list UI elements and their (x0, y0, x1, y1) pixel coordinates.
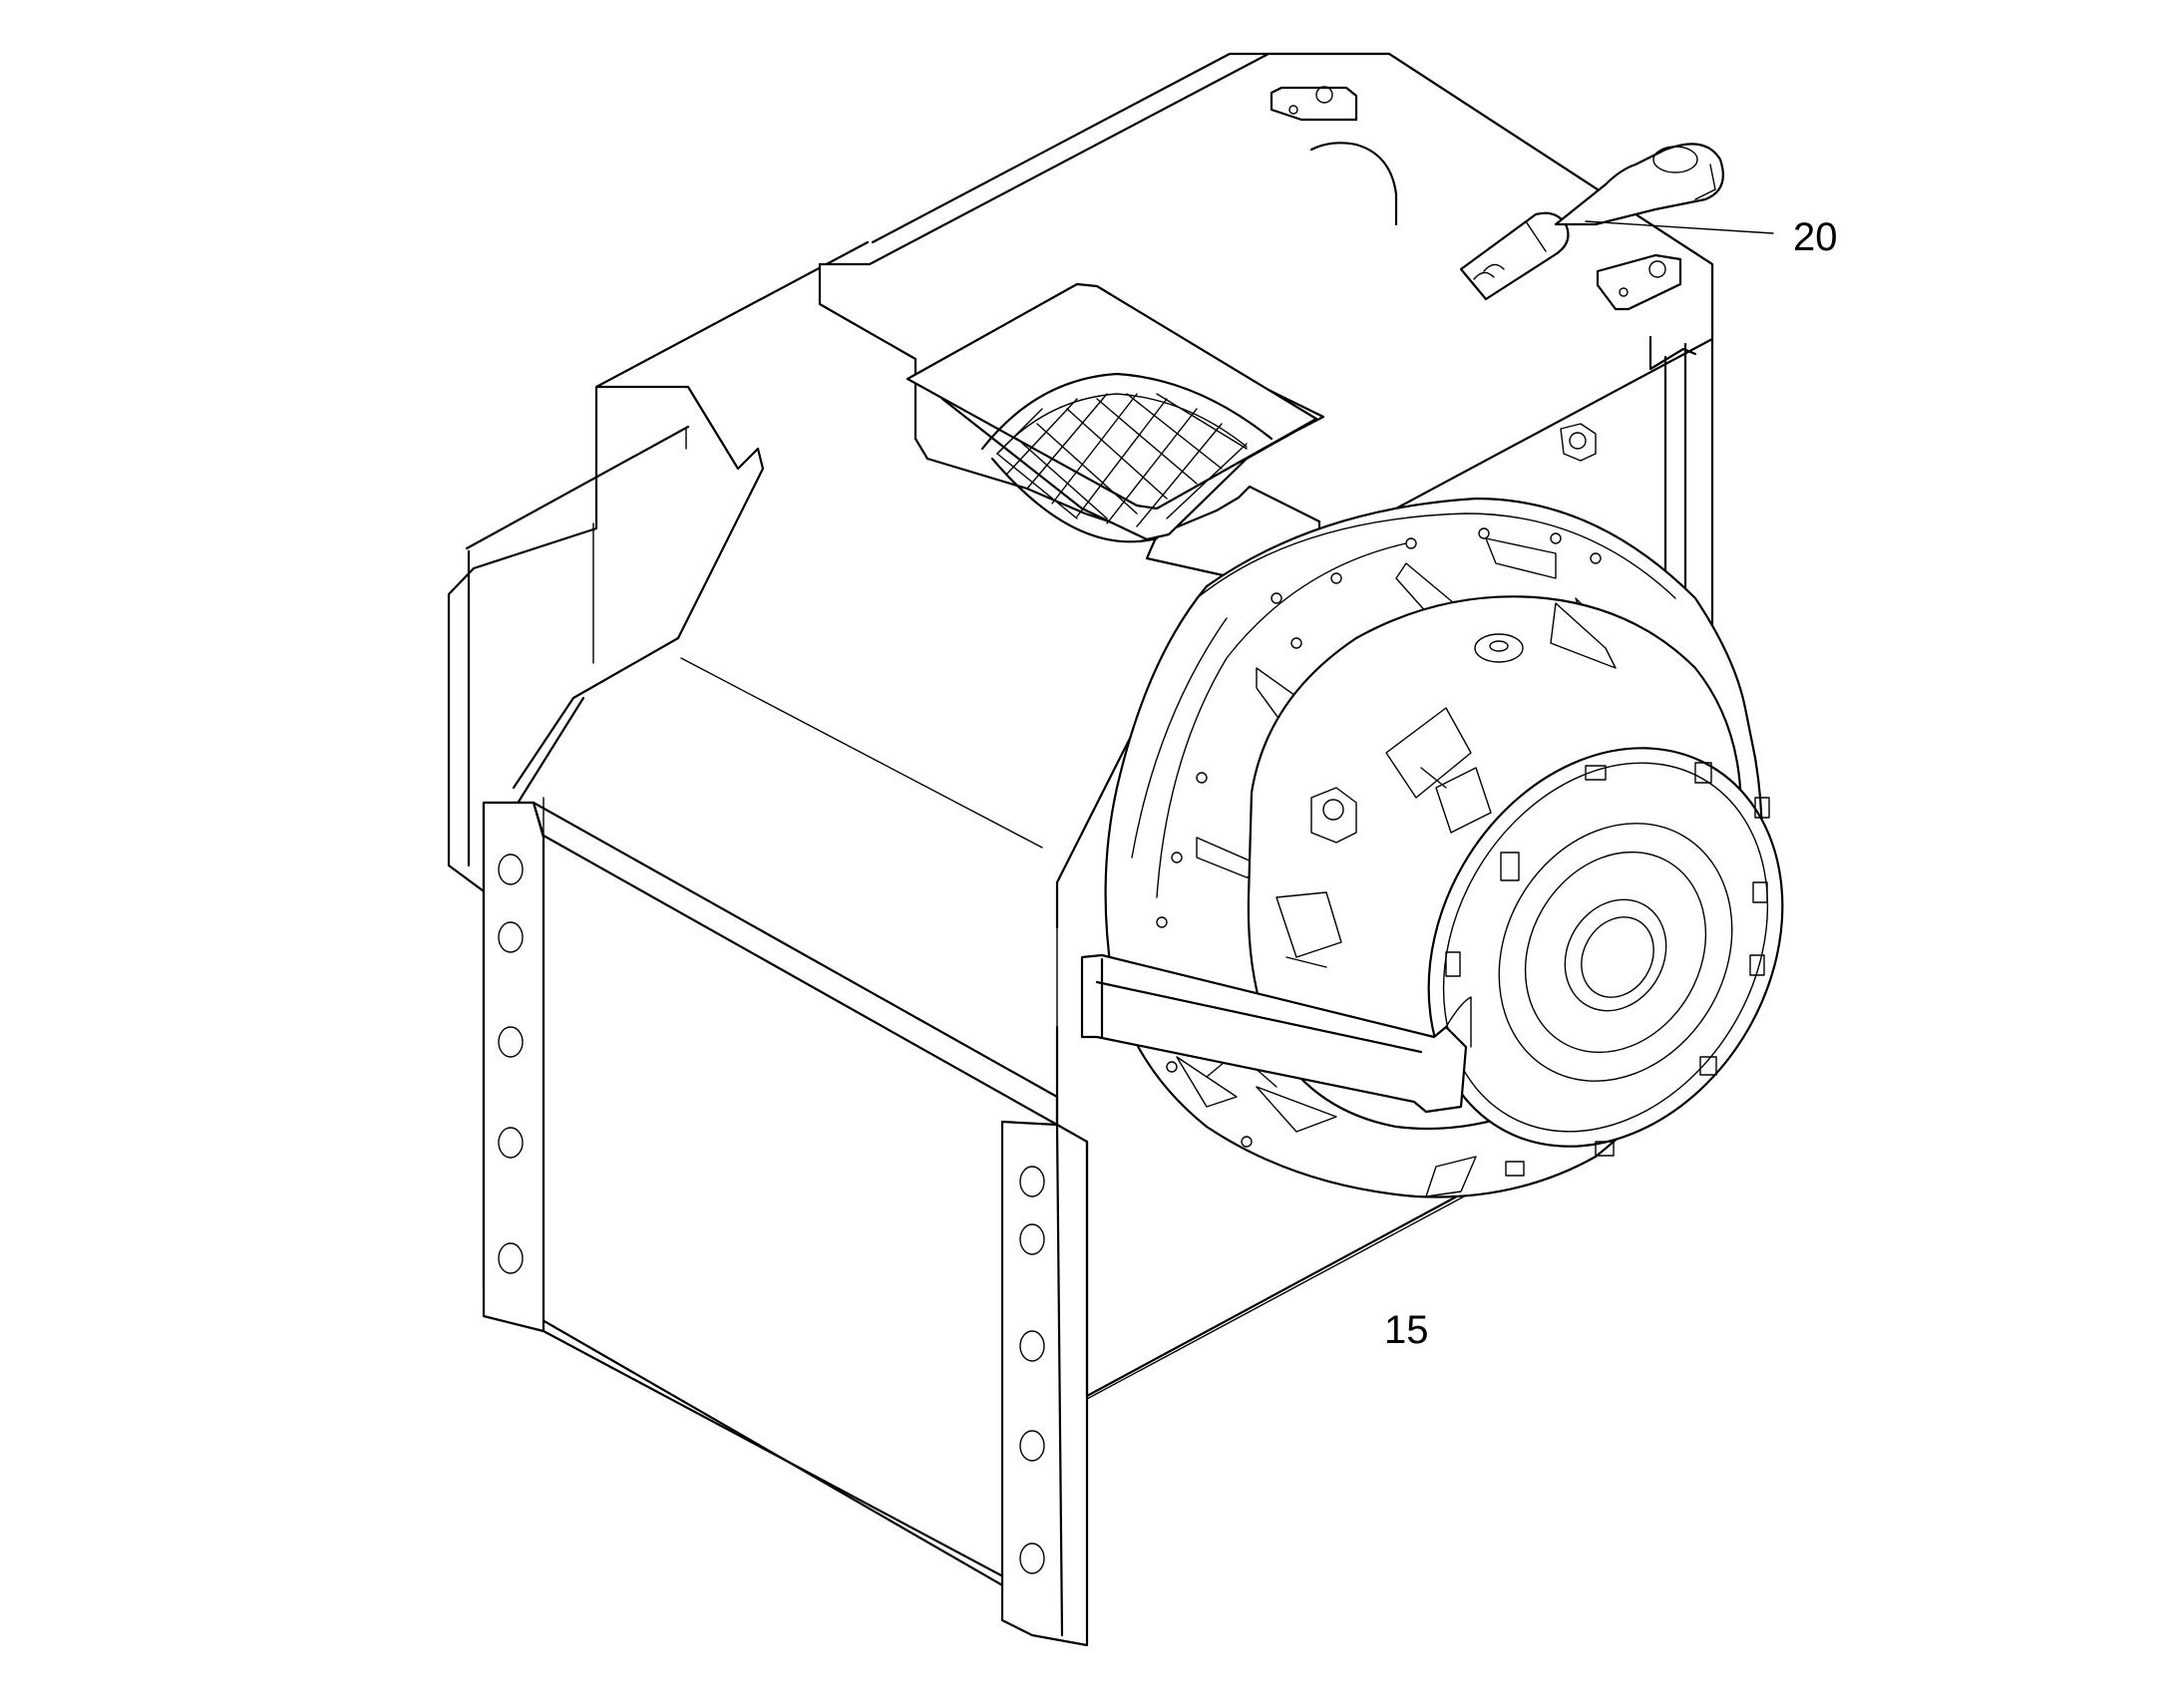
callout-20: 20 (1793, 215, 1838, 259)
leader-line-15 (1086, 1196, 1465, 1400)
bolt-head (1560, 423, 1597, 462)
front-mounting-plate (482, 801, 1089, 1647)
callout-15: 15 (1384, 1308, 1429, 1352)
leader-line-20 (1585, 220, 1774, 234)
cable-drum (906, 282, 1325, 543)
strap-bracket (1080, 953, 1477, 1197)
cable-lug (1459, 143, 1724, 301)
motor-gearbox (1104, 497, 1784, 1198)
